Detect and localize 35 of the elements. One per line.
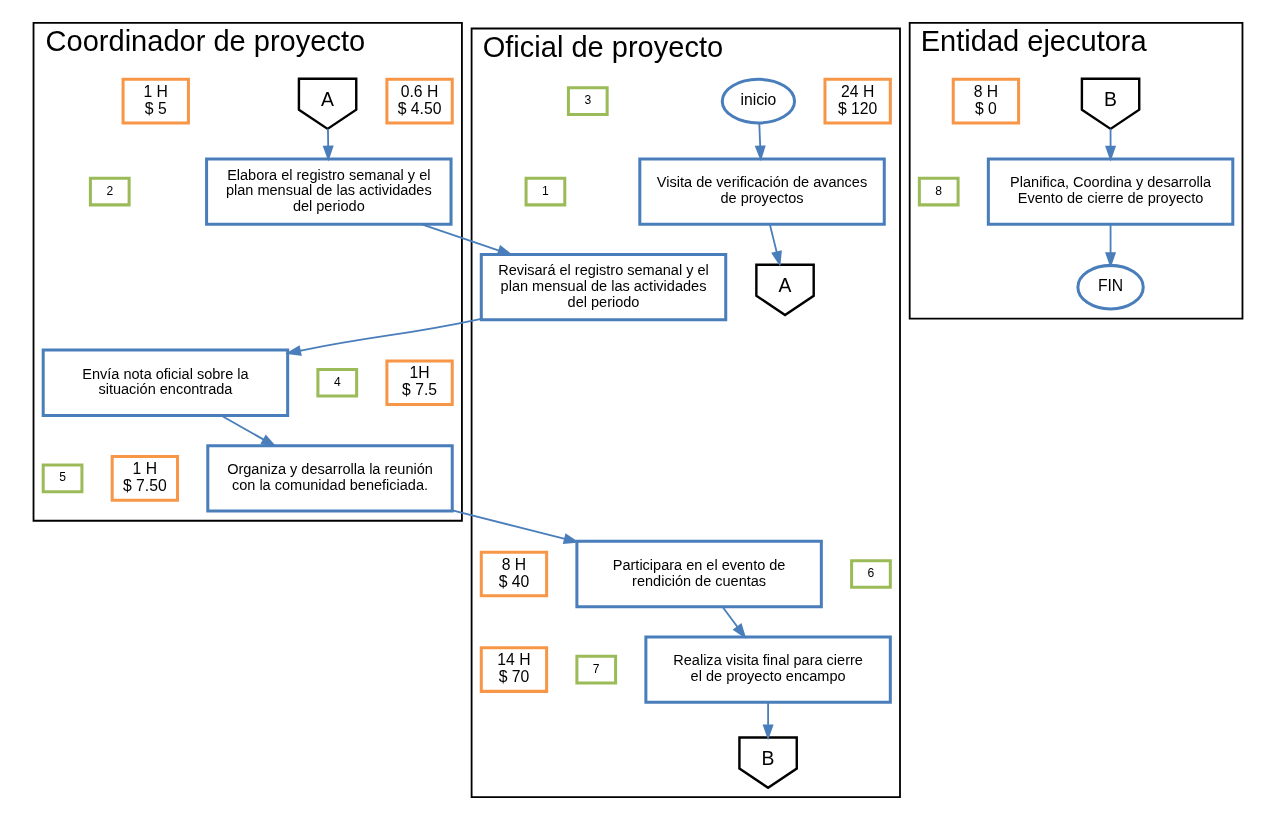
node-box: 4	[316, 367, 359, 398]
arrow	[322, 127, 334, 162]
node-box: Participara en el evento de rendición de cuentas	[575, 539, 823, 609]
node-box: 8	[917, 176, 960, 207]
node-box: Realiza visita final para cierre el de proyecto encampo	[644, 635, 892, 704]
node-box: 2	[88, 176, 131, 207]
node-box: 7	[575, 654, 618, 685]
arrow	[754, 122, 766, 162]
node-box: Organiza y desarrolla la reunión con la comunidad beneficiada.	[206, 444, 454, 513]
node-ellipse: inicio	[720, 77, 797, 125]
node-box: Revisará el registro semanal y el plan mensual de las actividades del periodo	[479, 252, 728, 322]
node-box: 24 H $ 120	[823, 77, 892, 125]
node-box: 3	[566, 86, 609, 116]
node-box: Visita de verificación de avances de proyectos	[638, 157, 886, 226]
arrow	[1105, 223, 1117, 269]
node-box: 0.6 H $ 4.50	[385, 77, 454, 125]
arrow	[285, 317, 483, 357]
arrow	[762, 701, 774, 741]
node-box: 1 H $ 5	[121, 77, 190, 125]
node-box: Planifica, Coordina y desarrolla Evento de cierre de proyecto	[986, 157, 1235, 226]
node-box: 8 H $ 40	[479, 550, 549, 598]
node-box: 14 H $ 70	[479, 646, 549, 693]
arrow	[220, 414, 277, 447]
node-box: 1	[524, 176, 567, 207]
node-box: 6	[850, 559, 892, 589]
arrow	[721, 605, 747, 640]
node-box: 1H $ 7.5	[385, 359, 454, 407]
node-ellipse: FIN	[1076, 263, 1145, 311]
arrow	[451, 509, 580, 545]
node-box: 1 H $ 7.50	[110, 455, 180, 502]
node-box: 8 H $ 0	[951, 77, 1021, 125]
node-box: Envía nota oficial sobre la situación encontrada	[41, 348, 290, 417]
arrow	[768, 223, 782, 267]
node-box: Elabora el registro semanal y el plan mensual de las actividades del periodo	[205, 157, 453, 226]
node-box: 5	[41, 463, 84, 494]
